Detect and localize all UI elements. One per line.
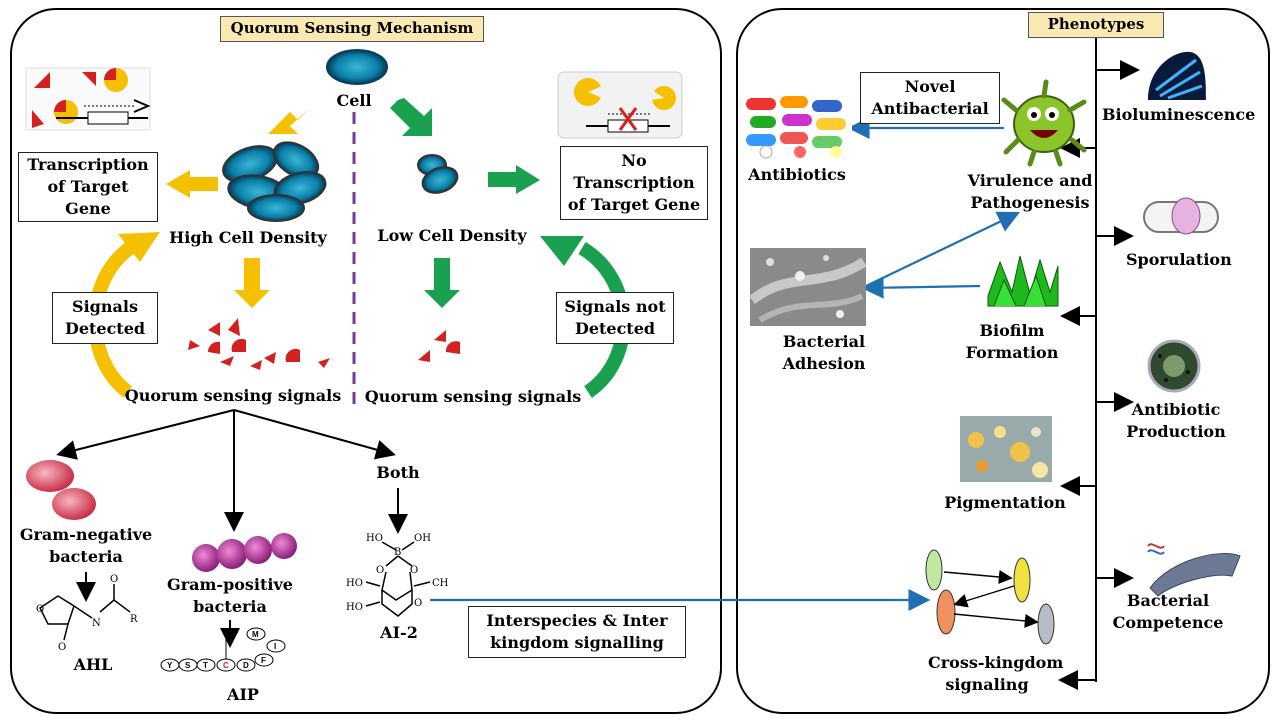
virulence-label: Virulence and Pathogenesis	[960, 170, 1100, 214]
biofilm-line-2: Formation	[965, 343, 1059, 362]
bacterial-adhesion-label: Bacterial Adhesion	[782, 332, 866, 373]
svg-text:OH: OH	[414, 533, 431, 544]
no-transcription-line-3: of Target Gene	[567, 195, 701, 214]
bacterial-competence-image	[1147, 543, 1241, 597]
pigmentation-label: Pigmentation	[944, 493, 1066, 512]
no-transcription-box: No Transcription of Target Gene	[560, 146, 708, 220]
signals-not-detected-box: Signals not Detected	[556, 292, 674, 344]
low-density-label: Low Cell Density	[377, 226, 527, 245]
pigmentation-image	[960, 416, 1052, 482]
blue-arrows	[430, 117, 1020, 611]
gram-positive-label: Gram-positive bacteria	[160, 574, 300, 618]
svg-text:N: N	[92, 618, 101, 629]
novel-antibacterial-box: Novel Antibacterial	[860, 72, 1000, 124]
aip-label: AIP	[227, 685, 259, 704]
transcription-line-3: Gene	[65, 199, 111, 218]
high-density-label: High Cell Density	[169, 228, 327, 247]
bioluminescence-label: Bioluminescence	[1102, 105, 1256, 124]
qs-signals-right-label: Quorum sensing signals	[364, 387, 582, 406]
ai2-label: AI-2	[380, 623, 418, 642]
aip-structure	[160, 627, 286, 672]
qs-signals-left-label: Quorum sensing signals	[124, 386, 342, 405]
svg-text:HO: HO	[346, 578, 363, 589]
cross-kingdom-label: Cross-kingdom signaling	[928, 652, 1064, 696]
gram-negative-line-2: bacteria	[49, 547, 123, 566]
signals-detected-line-1: Signals	[72, 297, 138, 316]
virulence-line-2: Pathogenesis	[970, 193, 1090, 212]
transcription-line-1: Transcription	[27, 155, 149, 174]
svg-text:O: O	[58, 642, 66, 653]
svg-text:R: R	[130, 614, 138, 625]
ai2-structure: HO OH B O O HO HO CH O	[346, 533, 449, 617]
antibiotics-label: Antibiotics	[748, 165, 846, 184]
svg-text:O: O	[110, 574, 118, 585]
transcription-line-2: of Target	[47, 177, 129, 196]
cell-image	[326, 49, 388, 85]
bioluminescence-image	[1148, 51, 1206, 100]
no-transcription-gene-image	[557, 71, 683, 139]
novel-antibacterial-line-2: Antibacterial	[871, 99, 989, 118]
bacterial-competence-label: Bacterial Competence	[1108, 590, 1228, 634]
interspecies-line-1: Interspecies & Inter	[486, 611, 668, 630]
gram-negative-label: Gram-negative bacteria	[16, 524, 156, 568]
svg-text:HO: HO	[366, 533, 383, 544]
signals-detected-line-2: Detected	[64, 319, 146, 338]
cross-kingdom-image	[925, 549, 1055, 645]
sporulation-image	[1143, 197, 1219, 235]
ahl-structure: O O N O R	[36, 574, 138, 653]
svg-text:O: O	[410, 565, 418, 576]
sporulation-label: Sporulation	[1126, 250, 1232, 269]
biofilm-label: Biofilm Formation	[962, 320, 1062, 364]
gram-positive-line-2: bacteria	[193, 597, 267, 616]
no-transcription-line-2: Transcription	[573, 173, 695, 192]
gram-positive-line-1: Gram-positive	[167, 575, 293, 594]
gram-negative-line-1: Gram-negative	[19, 525, 153, 544]
biofilm-image	[987, 255, 1059, 307]
transcription-gene-image	[25, 67, 151, 131]
high-density-cells-image	[222, 141, 327, 222]
antibiotic-production-image	[1147, 339, 1201, 393]
cross-kingdom-line-2: signaling	[945, 675, 1029, 694]
left-panel-title: Quorum Sensing Mechanism	[220, 16, 484, 42]
interspecies-box: Interspecies & Inter kingdom signalling	[468, 606, 686, 658]
green-arrows	[390, 98, 540, 308]
gram-positive-image	[192, 533, 297, 572]
antibiotic-production-line-2: Production	[1126, 422, 1226, 441]
qs-signals-left	[188, 318, 330, 370]
svg-text:B: B	[394, 547, 401, 558]
transcription-box: Transcription of Target Gene	[18, 152, 158, 222]
both-label: Both	[376, 463, 420, 482]
interspecies-line-2: kingdom signalling	[490, 633, 664, 652]
virulence-microbe-image	[1001, 79, 1087, 167]
no-transcription-line-1: No	[621, 151, 647, 170]
svg-text:O: O	[414, 598, 422, 609]
antibiotic-production-line-1: Antibiotic	[1131, 400, 1221, 419]
gram-negative-image	[26, 460, 96, 520]
right-panel-title: Phenotypes	[1028, 12, 1164, 38]
novel-antibacterial-line-1: Novel	[904, 77, 956, 96]
cross-kingdom-line-1: Cross-kingdom	[928, 653, 1064, 672]
signals-not-detected-line-1: Signals not	[564, 297, 666, 316]
svg-text:O: O	[376, 565, 384, 576]
qs-signals-right	[418, 330, 460, 362]
svg-text:HO: HO	[346, 602, 363, 613]
bacterial-adhesion-image	[748, 248, 867, 326]
svg-text:CH: CH	[432, 578, 449, 589]
antibiotic-production-label: Antibiotic Production	[1120, 399, 1232, 443]
yellow-arrows	[166, 100, 318, 308]
antibiotics-image	[742, 92, 852, 160]
signals-not-detected-line-2: Detected	[574, 319, 656, 338]
biofilm-line-1: Biofilm	[979, 321, 1045, 340]
bacterial-competence-line-1: Bacterial	[1126, 591, 1210, 610]
bacterial-competence-line-2: Competence	[1112, 613, 1224, 632]
cell-label: Cell	[336, 91, 372, 110]
ahl-label: AHL	[73, 655, 113, 674]
virulence-line-1: Virulence and	[967, 171, 1093, 190]
signals-detected-box: Signals Detected	[52, 292, 158, 344]
phenotype-spine	[1058, 36, 1140, 690]
svg-text:O: O	[36, 604, 44, 615]
low-density-cells-image	[417, 154, 459, 194]
branch-arrows	[56, 409, 408, 648]
